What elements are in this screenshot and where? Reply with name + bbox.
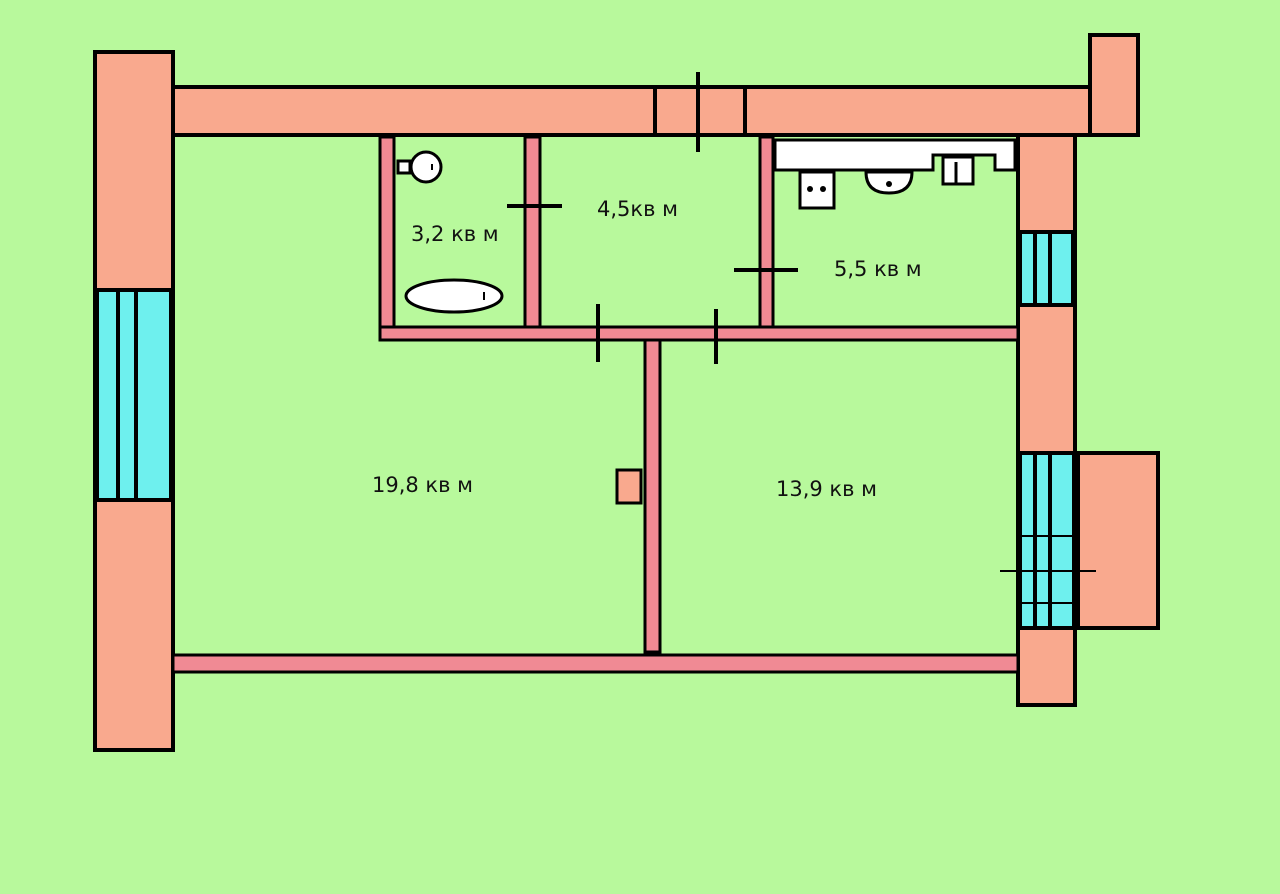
balcony-door-window: [1000, 451, 1096, 630]
fridge-icon: [941, 155, 975, 186]
room-area-bedroom: 13,9 кв м: [776, 477, 877, 501]
top-right-wall-stub: [1088, 33, 1140, 137]
toilet-icon: [396, 150, 443, 184]
bathroom-left-wall: [378, 135, 396, 340]
corridor-wall: [378, 325, 1020, 342]
bathroom-right-wall: [523, 135, 542, 329]
top-outer-wall: [171, 85, 1092, 137]
room-area-bathroom: 3,2 кв м: [411, 222, 499, 246]
room-area-kitchen: 5,5 кв м: [834, 257, 922, 281]
rooms-divider-wall: [643, 338, 662, 654]
room-area-living-room: 19,8 кв м: [372, 473, 473, 497]
kitchen-left-wall: [758, 135, 775, 329]
balcony: [1076, 451, 1160, 630]
kitchen-counter: [773, 138, 1017, 210]
left-window: [95, 288, 173, 502]
room-area-hallway: 4,5кв м: [597, 197, 678, 221]
stove-icon: [798, 170, 836, 210]
bottom-wall: [171, 653, 1020, 674]
top-entrance-door: [653, 72, 747, 152]
wall-niche: [615, 468, 643, 505]
kitchen-window: [1018, 230, 1075, 307]
bathtub-icon: [404, 278, 504, 314]
